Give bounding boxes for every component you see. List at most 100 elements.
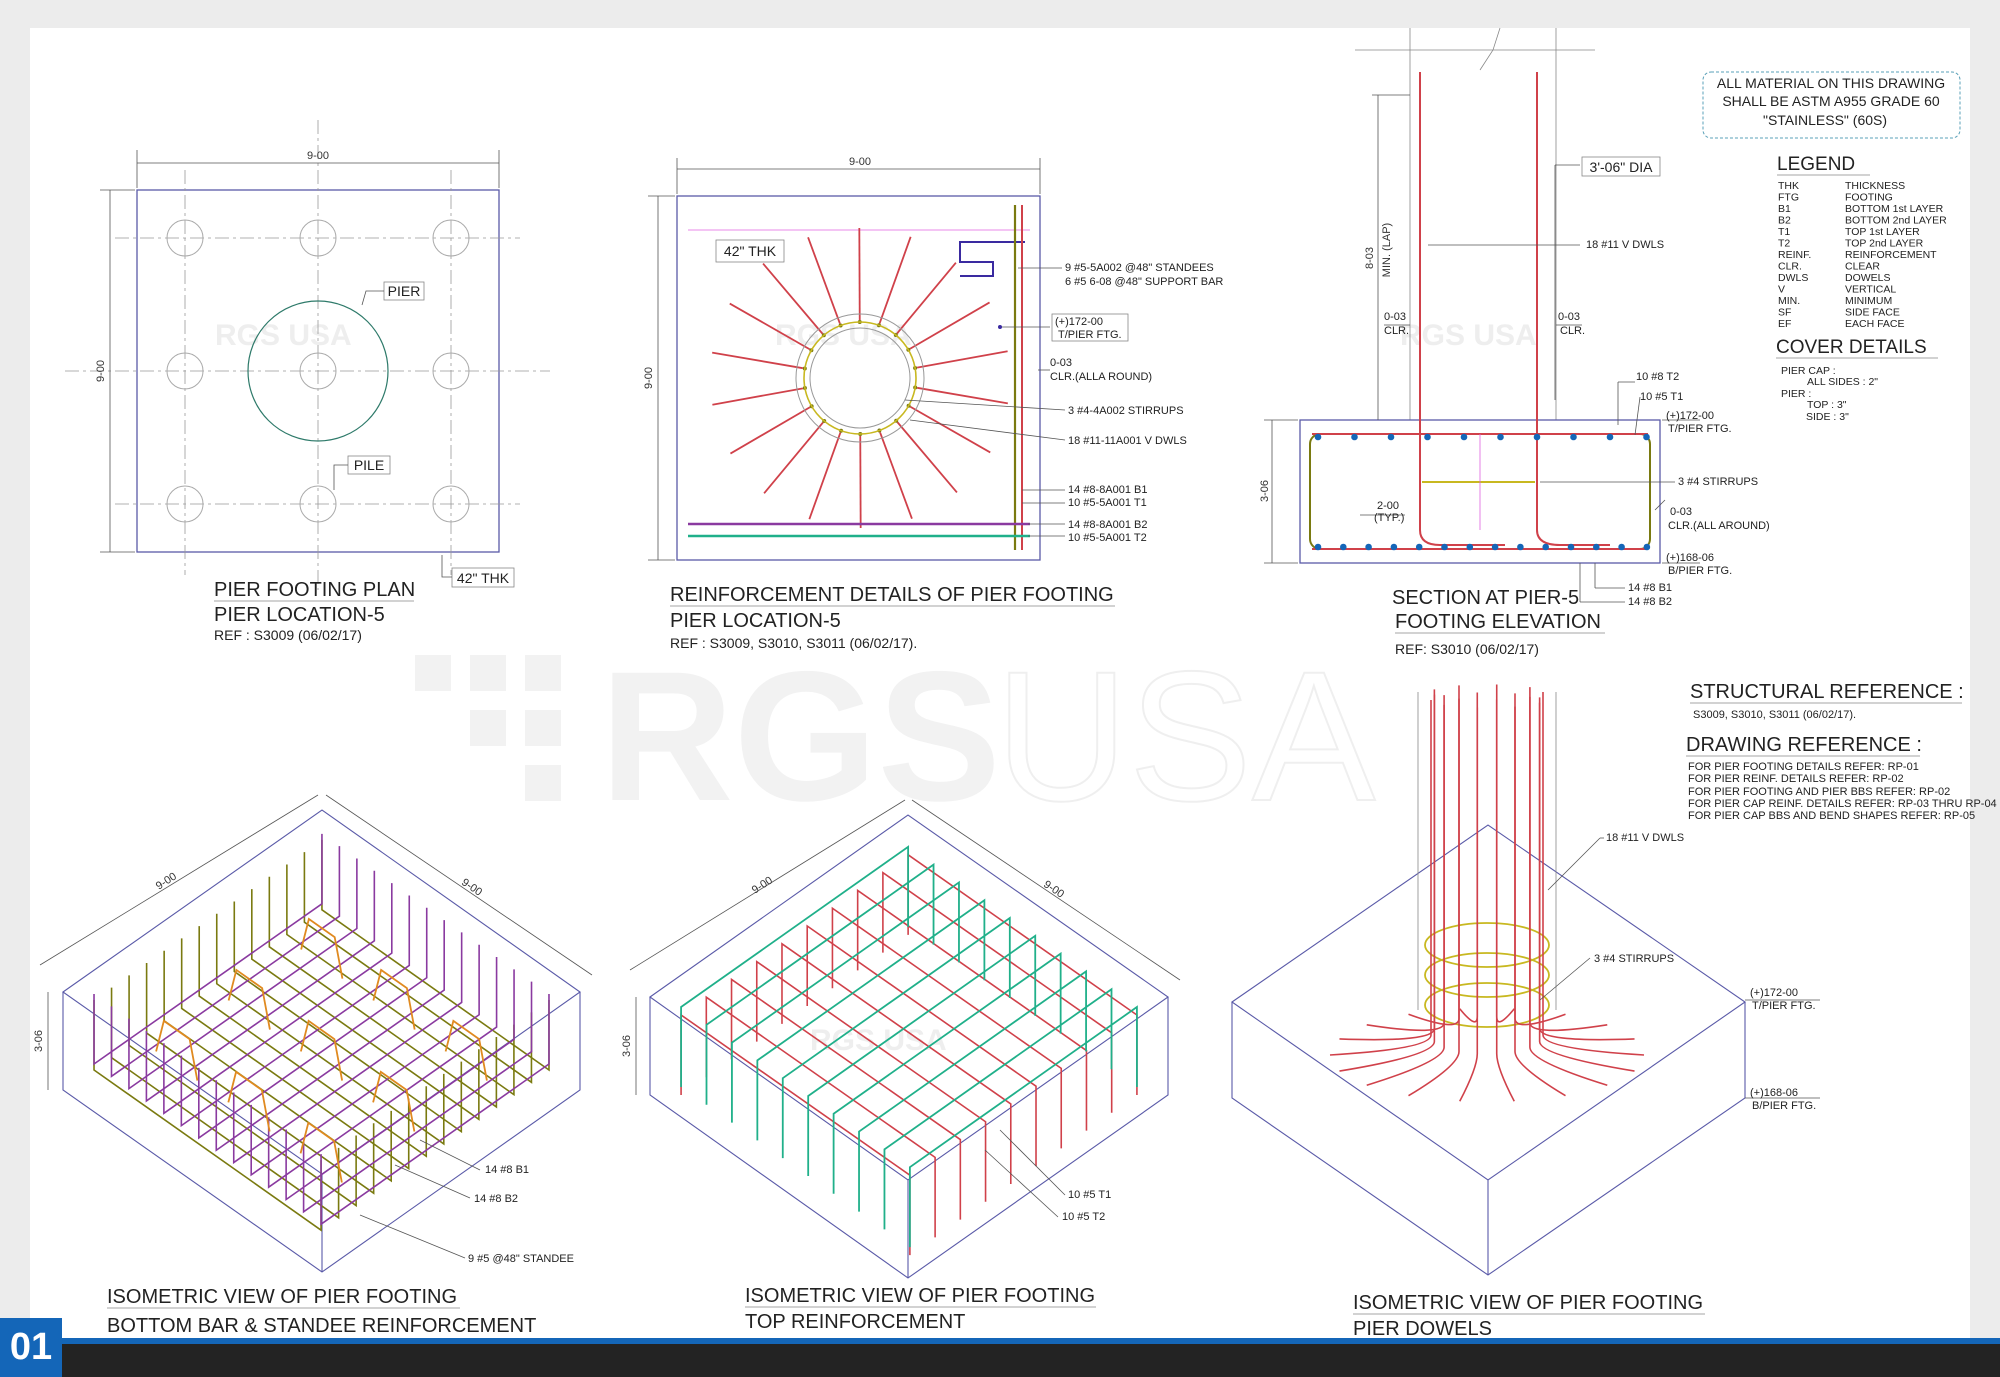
- t2-bar: [781, 942, 1012, 1184]
- b2-bar: [163, 883, 393, 1115]
- stirrup-ring: [1424, 952, 1550, 998]
- reinf-note-elev1: (+)172-00: [1055, 316, 1103, 328]
- top-bar-dot: [1497, 433, 1504, 441]
- iso1-dimensions: [39, 794, 593, 1259]
- top-bar-dot: [1387, 433, 1395, 441]
- iso-bottom-reinforcement: 9-00 9-00 3-06 14 #8 B1 14 #8 B2 9 #5 @4…: [33, 794, 593, 1337]
- t1-bar: [781, 916, 1011, 1159]
- plan-thk-label: 42" THK: [457, 570, 510, 586]
- section-top-elev-2: T/PIER FTG.: [1668, 423, 1732, 435]
- b2-bar: [93, 833, 323, 1066]
- plan-pier-circle: [247, 300, 389, 442]
- legend-abbr: V: [1778, 284, 1785, 296]
- section-stirrups: 3 #4 STIRRUPS: [1678, 476, 1758, 488]
- iso1-title-1: ISOMETRIC VIEW OF PIER FOOTING: [107, 1286, 457, 1308]
- pier-dowel-bar: [1408, 685, 1460, 1026]
- reinf-elev-box: [1051, 313, 1129, 342]
- iso3-leaders: [1539, 837, 1820, 1099]
- pier-dowel-bar: [1329, 700, 1432, 1056]
- reinf-footing-outline: [676, 195, 1041, 561]
- section-dowel-left: [1419, 72, 1505, 546]
- references: STRUCTURAL REFERENCE : S3009, S3010, S30…: [1686, 681, 1997, 822]
- section-top-elev-1: (+)172-00: [1666, 410, 1714, 422]
- standee-bar: [227, 1070, 271, 1132]
- reinf-radial-dowels: [712, 227, 1008, 529]
- b1-bar: [93, 1000, 322, 1232]
- section-dia: 3'-06" DIA: [1590, 159, 1654, 175]
- drawing-ref-line-1: FOR PIER FOOTING DETAILS REFER: RP-01: [1688, 761, 1919, 773]
- legend-desc: DOWELS: [1845, 272, 1891, 284]
- reinf-dim-width: 9-00: [849, 156, 871, 168]
- legend-desc: FOOTING: [1845, 192, 1893, 204]
- t2-bar: [806, 924, 1037, 1167]
- reinf-note-standees: 9 #5-5A002 @48" STANDEES: [1065, 262, 1214, 274]
- legend-abbr: DWLS: [1778, 272, 1808, 284]
- top-bar-dot: [1351, 433, 1358, 441]
- iso2-dim-a: 9-00: [750, 874, 775, 896]
- reinf-leaders: [904, 267, 1066, 537]
- iso-pier-dowels: 18 #11 V DWLS 3 #4 STIRRUPS (+)172-00 T/…: [1231, 684, 1820, 1340]
- bottom-bar-dot: [1593, 543, 1600, 551]
- radial-dowel-bar: [917, 386, 1008, 405]
- b1-bar: [251, 889, 480, 1121]
- t1-bar: [908, 1005, 1138, 1248]
- legend-abbr: B2: [1778, 215, 1791, 227]
- drawing-ref-line-5: FOR PIER CAP BBS AND BEND SHAPES REFER: …: [1688, 810, 1975, 822]
- iso1-dim-b: 9-00: [459, 876, 484, 898]
- bottom-bar-dot: [1542, 543, 1549, 551]
- b1-bar: [303, 852, 533, 1084]
- section-at-pier: 8-03 MIN. (LAP) 3-06 3'-06" DIA 18 #11 V…: [1259, 27, 1770, 657]
- t1-bar: [858, 969, 1087, 1212]
- iso2-dimensions: [629, 799, 1181, 1218]
- radial-dowel-bar: [729, 302, 811, 351]
- plan-pier-leader: [361, 290, 384, 306]
- section-dowel-right: [1536, 72, 1610, 546]
- section-clr-right-1: 0-03: [1558, 311, 1580, 323]
- pier-dowel-bar: [1529, 687, 1608, 1032]
- b1-bar: [321, 839, 550, 1072]
- section-dia-box: [1581, 156, 1661, 177]
- iso2-dim-b: 9-00: [1041, 878, 1066, 900]
- bottom-bar-dot: [1567, 543, 1575, 551]
- radial-dowel-bar: [896, 421, 958, 494]
- section-b2: 14 #8 B2: [1628, 596, 1672, 608]
- b2-bar: [145, 870, 376, 1103]
- top-bar-dot: [1570, 433, 1577, 441]
- plan-pile-leader: [333, 464, 348, 490]
- reinf-note-support: 6 #5 6-08 @48" SUPPORT BAR: [1065, 276, 1223, 288]
- legend-desc: REINFORCEMENT: [1845, 249, 1937, 261]
- cover-line-1: PIER CAP :: [1781, 365, 1836, 377]
- reinf-ref: REF : S3009, S3010, S3011 (06/02/17).: [670, 635, 917, 651]
- reinf-note-clr1: 0-03: [1050, 357, 1072, 369]
- section-lap-1: 8-03: [1364, 247, 1376, 269]
- reinforcement-details: 9-00 9-00 42" THK 9 #5-5A002 @48" STAND: [643, 156, 1223, 651]
- radial-dowel-bar: [807, 236, 841, 324]
- b1-bar: [198, 926, 428, 1158]
- t1-bar: [731, 880, 960, 1123]
- pier-dowel-bar: [1495, 684, 1515, 1023]
- plan-dim-height: 9-00: [95, 360, 107, 382]
- section-lap-2: MIN. (LAP): [1381, 223, 1393, 277]
- drawing-ref-line-3: FOR PIER FOOTING AND PIER BBS REFER: RP-…: [1688, 786, 1950, 798]
- reinf-note-t2: 10 #5-5A001 T2: [1068, 532, 1147, 544]
- reinf-elev-point: [998, 325, 1002, 329]
- legend-desc: MINIMUM: [1845, 295, 1892, 307]
- material-line-1: ALL MATERIAL ON THIS DRAWING: [1717, 75, 1945, 91]
- b2-bar: [320, 994, 550, 1226]
- pier-dowel-bar: [1529, 696, 1608, 1086]
- reinf-pier-outer: [795, 313, 925, 443]
- legend-abbr: SF: [1778, 307, 1791, 319]
- section-bottom-bars: [1314, 543, 1651, 551]
- drawing-ref-line-2: FOR PIER REINF. DETAILS REFER: RP-02: [1688, 773, 1904, 785]
- b2-bar: [110, 846, 341, 1078]
- section-b1: 14 #8 B1: [1628, 582, 1672, 594]
- reinf-title-2: PIER LOCATION-5: [670, 610, 841, 632]
- radial-dowel-bar: [712, 351, 803, 370]
- b2-bar: [198, 907, 428, 1140]
- standee-bar: [372, 968, 416, 1030]
- iso3-title-1: ISOMETRIC VIEW OF PIER FOOTING: [1353, 1292, 1703, 1314]
- t1-bar: [807, 934, 1037, 1176]
- iso1-bars: [93, 833, 550, 1232]
- iso2-title-2: TOP REINFORCEMENT: [745, 1311, 965, 1333]
- cover-title: COVER DETAILS: [1776, 337, 1927, 358]
